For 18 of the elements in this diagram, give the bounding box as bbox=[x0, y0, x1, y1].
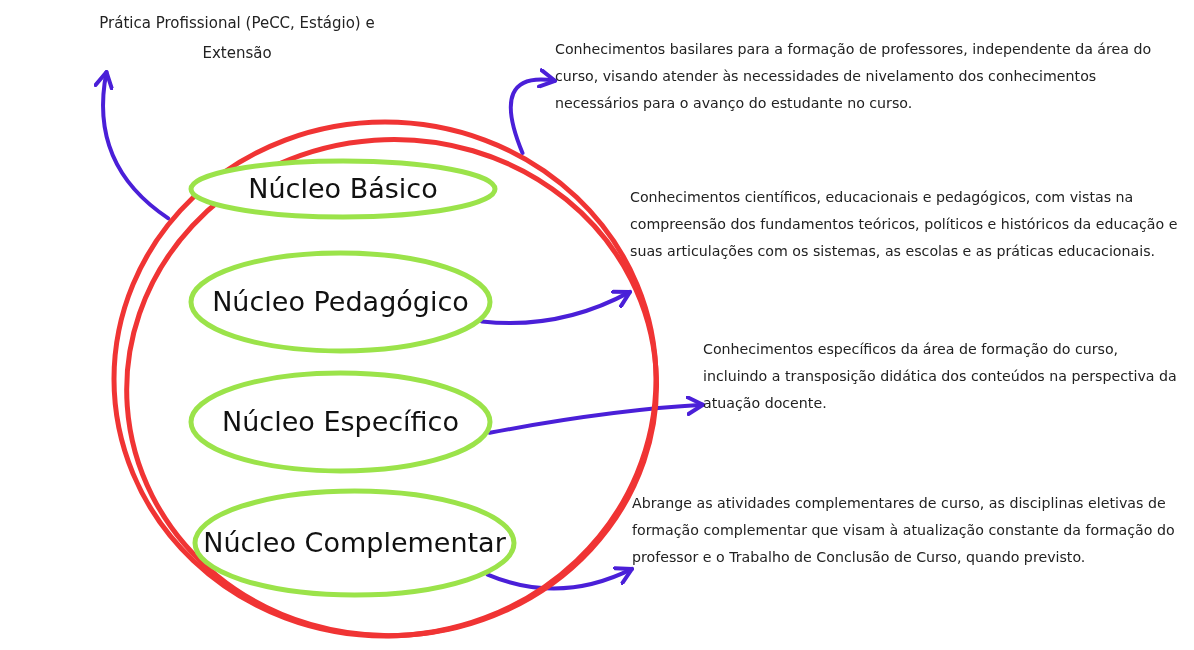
node-label: Núcleo Específico bbox=[222, 405, 459, 439]
node-label: Núcleo Complementar bbox=[203, 526, 506, 560]
oval-node bbox=[188, 250, 493, 354]
oval-node bbox=[188, 370, 493, 474]
heading-text: Prática Profissional (PeCC, Estágio) e Extensão bbox=[98, 13, 376, 64]
description-text: Conhecimentos científicos, educacionais e pedagógicos, com vistas na compreensão dos fundamentos teóricos, políticos e históricos da educação e suas articulações com os sistemas, as escolas e as práticas educacionais. bbox=[630, 188, 1179, 261]
description-text: Conhecimentos basilares para a formação de professores, independente da área do curso, visando atender às necessidades de nivelamento dos conhecimentos necessários para o avanço do estudante no curso. bbox=[555, 40, 1153, 113]
node-label: Núcleo Pedagógico bbox=[212, 285, 469, 319]
description-text: Abrange as atividades complementares de curso, as disciplinas eletivas de formação complementar que visam à atualização constante da formação do professor e o Trabalho de Conclusão de Curso, quando previsto. bbox=[632, 494, 1176, 567]
node-label: Núcleo Básico bbox=[248, 172, 438, 206]
curved-arrow bbox=[487, 395, 705, 435]
curved-arrow bbox=[508, 68, 557, 155]
description-text: Conhecimentos específicos da área de formação do curso, incluindo a transposição didática dos conteúdos na perspectiva da atuação docente. bbox=[703, 340, 1178, 413]
oval-node bbox=[188, 158, 498, 220]
curved-arrow bbox=[93, 70, 171, 221]
curved-arrow bbox=[485, 565, 634, 591]
oval-node bbox=[192, 488, 517, 598]
curved-arrow bbox=[479, 289, 632, 325]
